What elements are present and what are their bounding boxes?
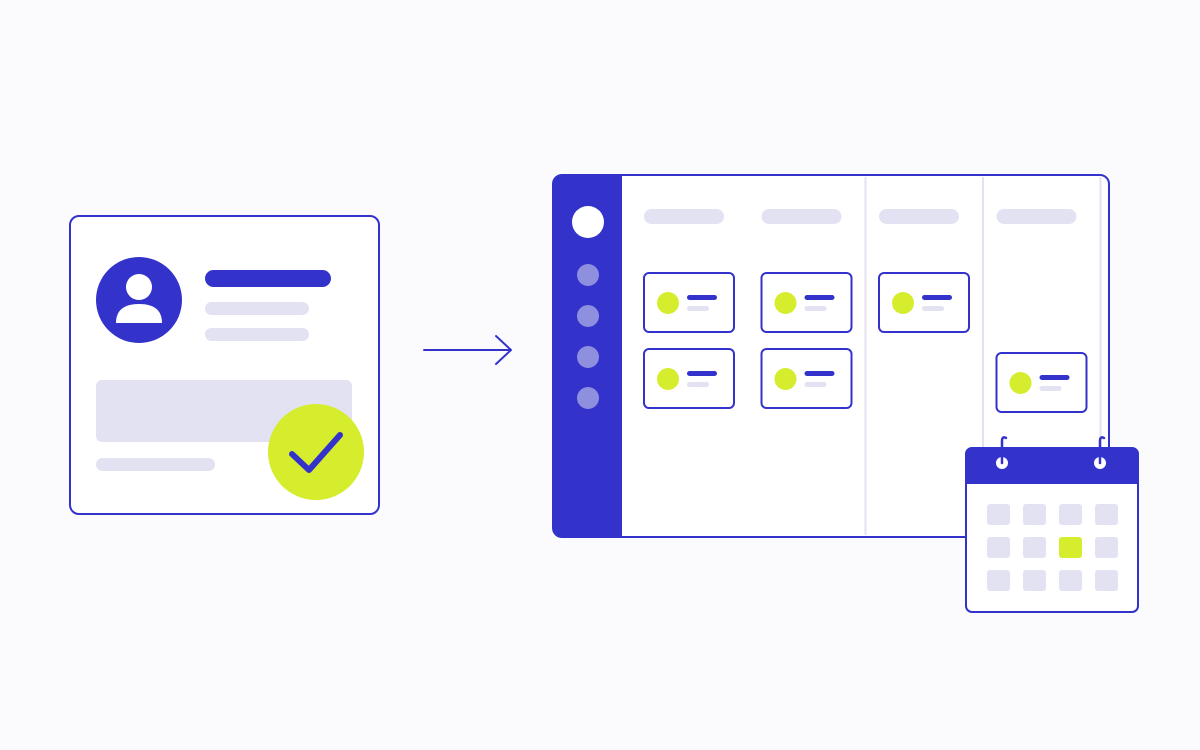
calendar-day [987,570,1010,591]
task-card-detail-placeholder [922,306,944,311]
task-card [878,272,970,333]
task-card-avatar [657,292,679,314]
calendar-day [1023,537,1046,558]
calendar-day [1023,504,1046,525]
profile-detail-placeholder [205,302,309,315]
task-card-detail-placeholder [1039,386,1062,391]
board-columns [643,177,1102,535]
calendar-header [966,448,1138,484]
arrow-right-icon [423,335,512,365]
checkmark-icon [268,404,364,500]
profile-footer-placeholder [96,458,215,471]
task-card [760,348,853,409]
kanban-board [552,174,1110,538]
task-card-title-placeholder [687,371,717,376]
calendar-day [1023,570,1046,591]
task-card-title-placeholder [804,295,835,300]
task-card [760,272,853,333]
task-card-avatar [1009,372,1032,394]
sidebar-nav-dot [577,305,599,327]
calendar-day [1095,570,1118,591]
task-card-frame [760,348,853,409]
task-card-title-placeholder [804,371,835,376]
sidebar-nav-dot [577,346,599,368]
task-card [995,352,1088,413]
task-card-avatar [892,292,914,314]
calendar-day [1095,537,1118,558]
task-card-detail-placeholder [687,382,709,387]
user-icon [96,257,182,343]
task-card-detail-placeholder [804,306,827,311]
task-card [643,272,735,333]
profile-name-placeholder [205,270,331,287]
task-card-frame [643,272,735,333]
task-card-detail-placeholder [687,306,709,311]
sidebar-avatar [572,206,604,238]
calendar-ring-left [994,436,1010,471]
task-card [643,348,735,409]
task-card-frame [760,272,853,333]
calendar-day [1059,570,1082,591]
task-card-avatar [774,368,797,390]
profile-detail-placeholder [205,328,309,341]
task-card-title-placeholder [922,295,952,300]
sidebar-nav [577,264,599,409]
task-card-frame [878,272,970,333]
calendar-day [987,537,1010,558]
calendar-day [1095,504,1118,525]
calendar-day [987,504,1010,525]
profile-card [69,215,380,515]
calendar-day-highlighted [1059,537,1082,558]
calendar-day [1059,504,1082,525]
task-card-frame [643,348,735,409]
task-card-title-placeholder [687,295,717,300]
task-card-detail-placeholder [804,382,827,387]
calendar-ring-right [1092,436,1108,471]
task-card-avatar [657,368,679,390]
column-header-placeholder [644,209,724,224]
task-card-title-placeholder [1039,375,1070,380]
board-column [643,209,735,409]
task-card-avatar [774,292,797,314]
column-header-placeholder [761,209,842,224]
calendar-grid [987,504,1118,591]
task-card-frame [995,352,1088,413]
calendar-icon [965,436,1139,613]
column-header-placeholder [879,209,959,224]
column-header-placeholder [996,209,1077,224]
sidebar-nav-dot [577,264,599,286]
board-column [760,177,867,535]
sidebar-nav-dot [577,387,599,409]
